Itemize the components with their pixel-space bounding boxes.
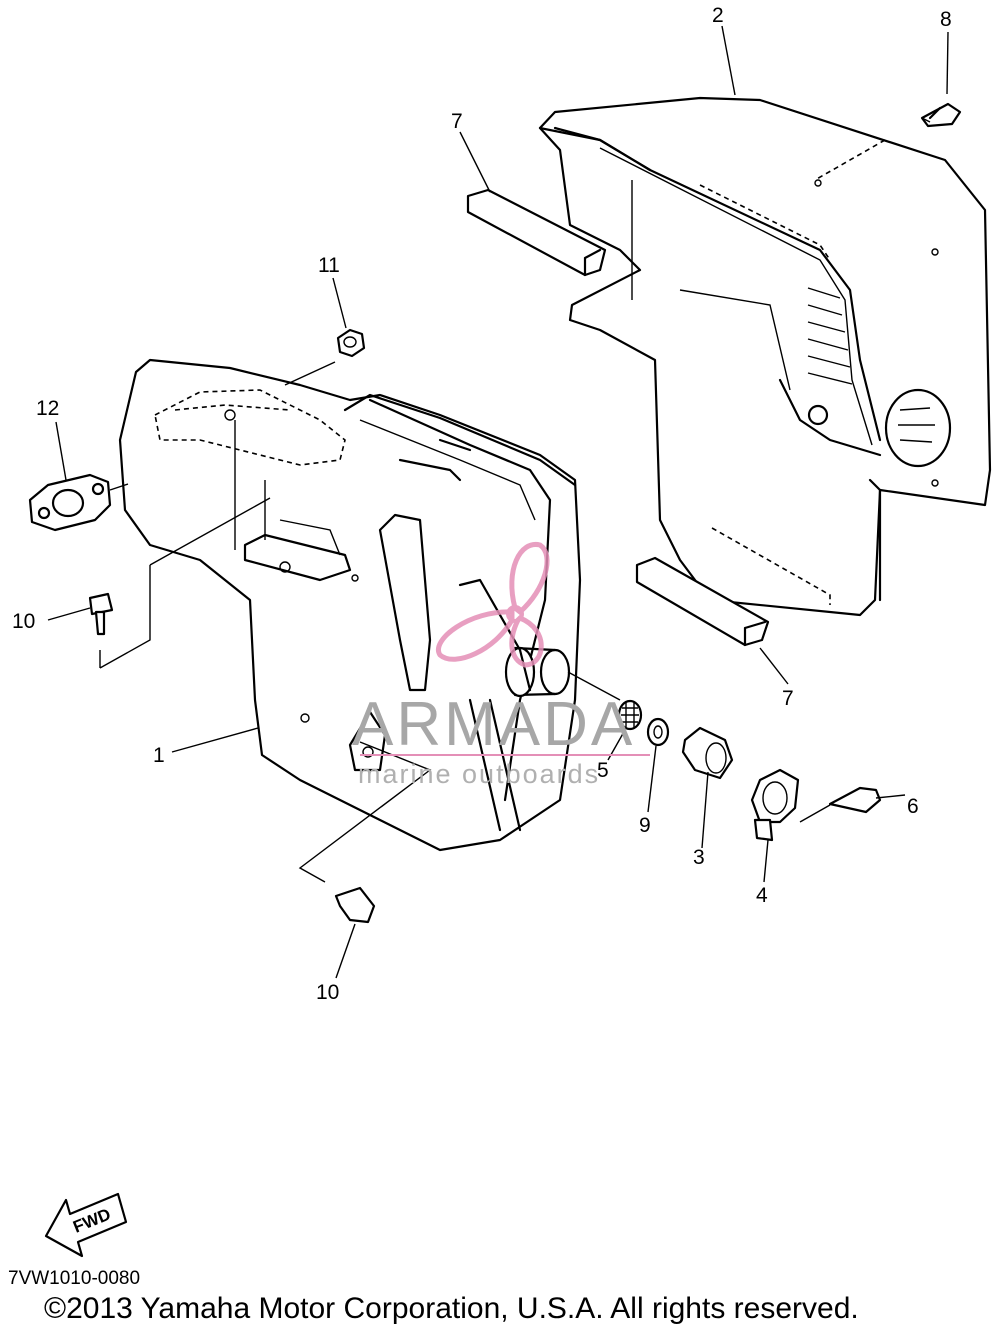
clamp-part xyxy=(750,768,800,842)
callout-10-lower: 10 xyxy=(316,981,339,1004)
sleeve-part xyxy=(681,726,734,780)
callout-leaders xyxy=(47,25,949,979)
filter-screen-part xyxy=(617,699,643,731)
callout-12: 12 xyxy=(36,397,59,420)
watermark: ARMADA marine outboards xyxy=(352,542,650,789)
seal-strip-part-upper xyxy=(466,188,607,277)
seal-strip-part-lower xyxy=(635,556,770,647)
callout-2: 2 xyxy=(712,4,724,27)
callout-6: 6 xyxy=(907,795,919,818)
callout-7-upper: 7 xyxy=(451,110,463,133)
forward-arrow-icon: FWD xyxy=(44,1192,128,1258)
callout-1: 1 xyxy=(153,744,165,767)
callout-8: 8 xyxy=(940,8,952,31)
callout-4: 4 xyxy=(756,884,768,907)
callout-3: 3 xyxy=(693,846,705,869)
callout-5: 5 xyxy=(597,759,609,782)
watermark-tagline: marine outboards xyxy=(358,759,600,789)
watermark-propeller-icon xyxy=(436,542,550,668)
bolt-part-8 xyxy=(920,102,962,128)
bolt-part-10-upper xyxy=(88,592,114,636)
washer-part xyxy=(646,717,670,747)
callout-7-lower: 7 xyxy=(782,687,794,710)
watermark-brand: ARMADA xyxy=(352,690,635,759)
diagram-code: 7VW1010-0080 xyxy=(8,1268,141,1289)
callout-9: 9 xyxy=(639,814,651,837)
gasket-part xyxy=(28,473,112,532)
muffler-cover-part xyxy=(538,96,992,617)
callout-11: 11 xyxy=(318,254,340,277)
bolt-part-10-lower xyxy=(334,886,376,924)
bolt-part-6 xyxy=(828,786,882,814)
muffler-body-part xyxy=(118,358,582,852)
callout-10-upper: 10 xyxy=(12,610,35,633)
nut-part xyxy=(336,328,366,358)
callout-labels: 2 8 7 11 12 10 1 7 5 9 3 4 6 10 xyxy=(12,4,952,1004)
copyright-notice: ©2013 Yamaha Motor Corporation, U.S.A. A… xyxy=(44,1292,859,1325)
